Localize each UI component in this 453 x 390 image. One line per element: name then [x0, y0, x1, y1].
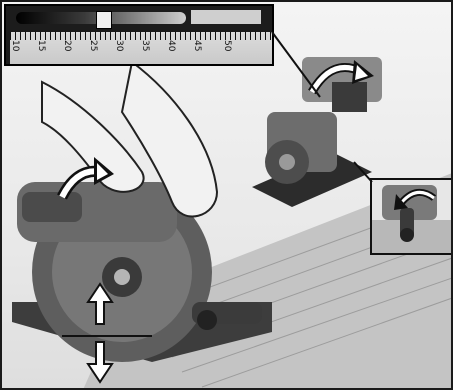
hands [41, 60, 219, 218]
arrow-up-icon [86, 282, 114, 325]
lever-detail [372, 185, 451, 253]
scale-housing [191, 10, 261, 24]
depth-scale-inset: 10 15 20 25 30 35 40 45 50 [4, 4, 274, 66]
scale-marker [96, 11, 112, 29]
saw-main-view [12, 182, 272, 362]
saw-small-view [252, 57, 382, 207]
lever-detail-inset [370, 178, 451, 255]
scale-ticks [10, 32, 272, 40]
arrow-down-icon [86, 341, 114, 384]
